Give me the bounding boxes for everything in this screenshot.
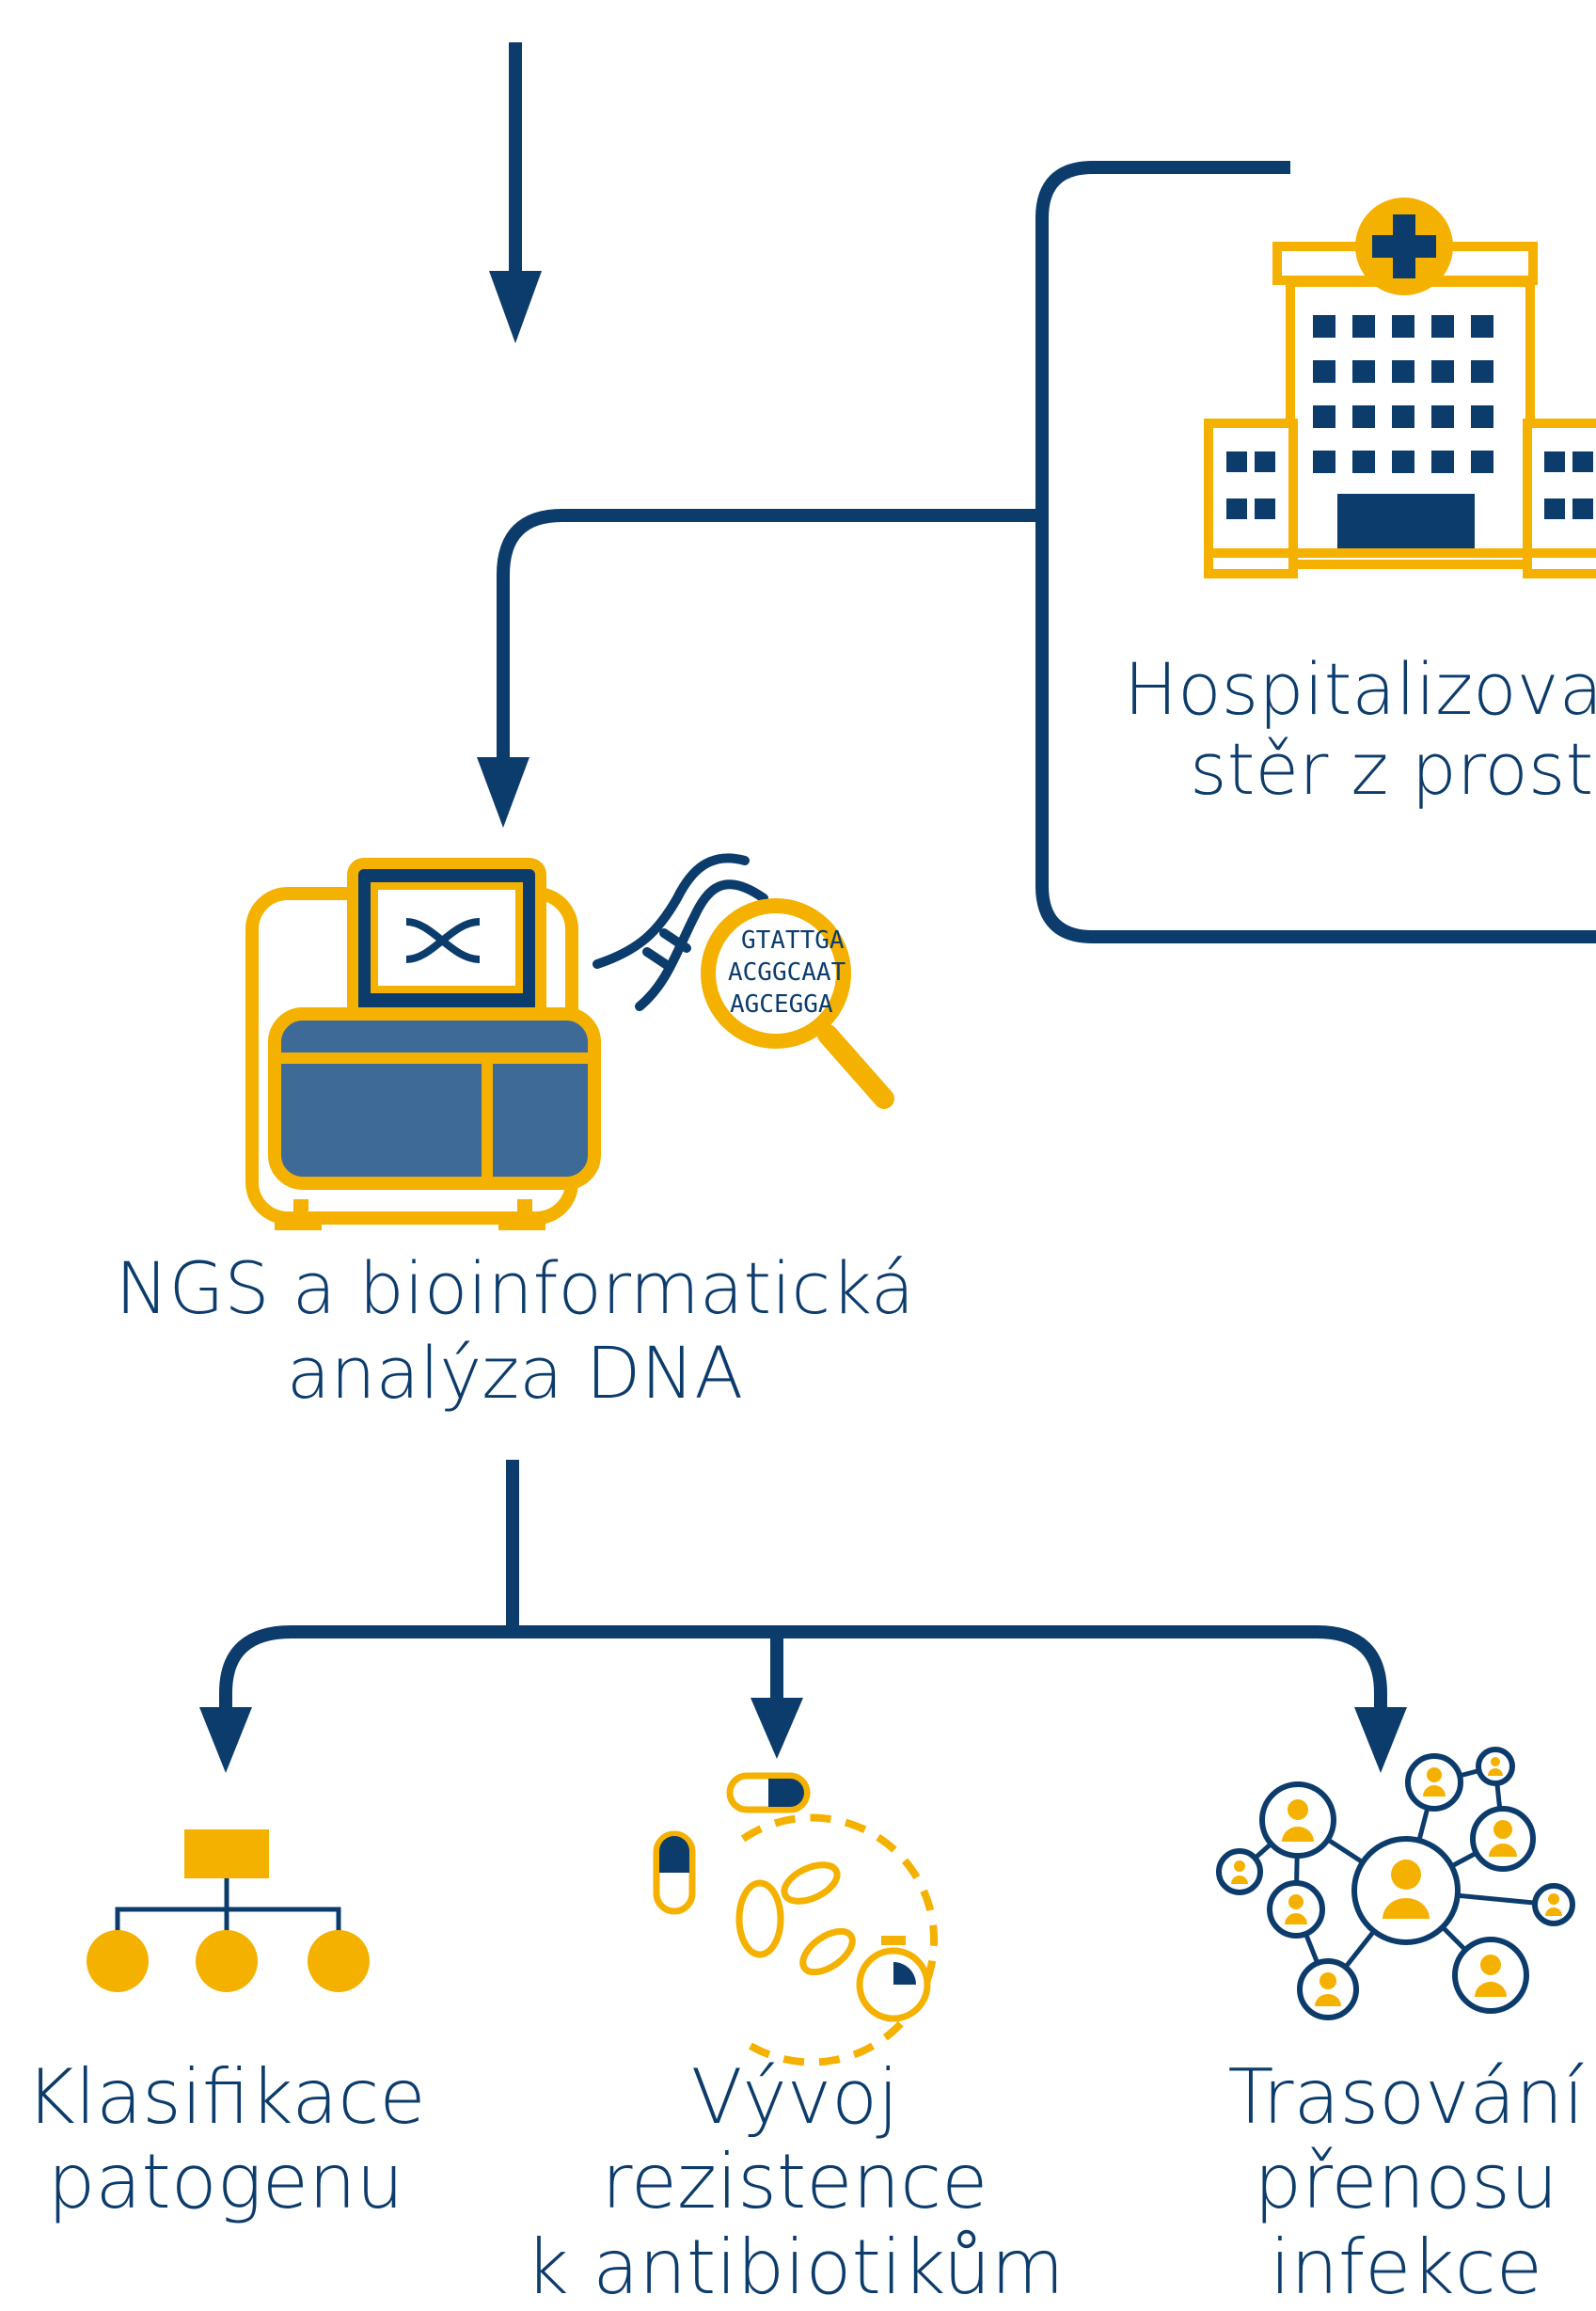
connectors xyxy=(219,42,1596,1717)
hospital-icon xyxy=(1204,198,1596,578)
dna-helix-icon xyxy=(593,853,768,1011)
trasovani-label: Trasování přenosu infekce xyxy=(1213,2053,1596,2311)
arrowheads xyxy=(199,271,1407,1773)
ngs-label: NGS a bioinformatická analýza DNA xyxy=(89,1246,940,1415)
dna-sequence-line-2: ACGGCAAT xyxy=(728,958,846,987)
split-line xyxy=(219,1625,1387,1717)
klasifikace-label: Klasifikace patogenu xyxy=(19,2053,433,2226)
klasifikace-label-line-2: patogenu xyxy=(47,2138,404,2226)
hospital-label-line-1: Hospitalizova xyxy=(1124,647,1596,731)
arrowhead-ngs xyxy=(477,757,529,828)
klasifikace-label-line-1: Klasifikace xyxy=(25,2053,426,2141)
vyvoj-label-line-1: Vývoj xyxy=(690,2053,899,2141)
trasovani-label-line-2: přenosu xyxy=(1254,2138,1558,2226)
dna-sequence-line-3: AGCEGGA xyxy=(730,990,833,1019)
hierarchy-icon xyxy=(87,1829,370,1992)
arrowhead-klasifikace xyxy=(199,1707,252,1773)
capsule-icon xyxy=(653,1772,811,1915)
ngs-label-line-2: analýza DNA xyxy=(286,1330,744,1415)
branch-to-ngs xyxy=(497,509,1042,762)
magnifier-icon: GTATTGA ACGGCAAT AGCEGGA xyxy=(701,898,894,1109)
vyvoj-label-line-3: k antibiotikům xyxy=(525,2223,1065,2311)
ngs-label-line-1: NGS a bioinformatická xyxy=(115,1246,915,1330)
dna-sequence-line-1: GTATTGA xyxy=(741,926,845,955)
arrowhead-trasovani xyxy=(1354,1707,1407,1773)
stopwatch-icon xyxy=(856,1936,931,2022)
arrowhead-vyvoj xyxy=(751,1698,803,1759)
network-icon xyxy=(1216,1747,1575,2020)
vyvoj-label: Vývoj rezistence k antibiotikům xyxy=(513,2053,1077,2311)
arrowhead-top xyxy=(489,271,542,343)
trasovani-label-line-3: infekce xyxy=(1270,2223,1542,2311)
hospital-label: Hospitalizova stěr z prost xyxy=(1124,649,1596,809)
hospital-box-outline xyxy=(1035,161,1596,943)
bacteria-icon xyxy=(735,1813,939,2066)
sequencer-icon xyxy=(245,858,601,1230)
vyvoj-label-line-2: rezistence xyxy=(601,2138,988,2226)
hospital-label-line-2: stěr z prost xyxy=(1190,727,1594,812)
trasovani-label-line-1: Trasování xyxy=(1227,2053,1585,2141)
